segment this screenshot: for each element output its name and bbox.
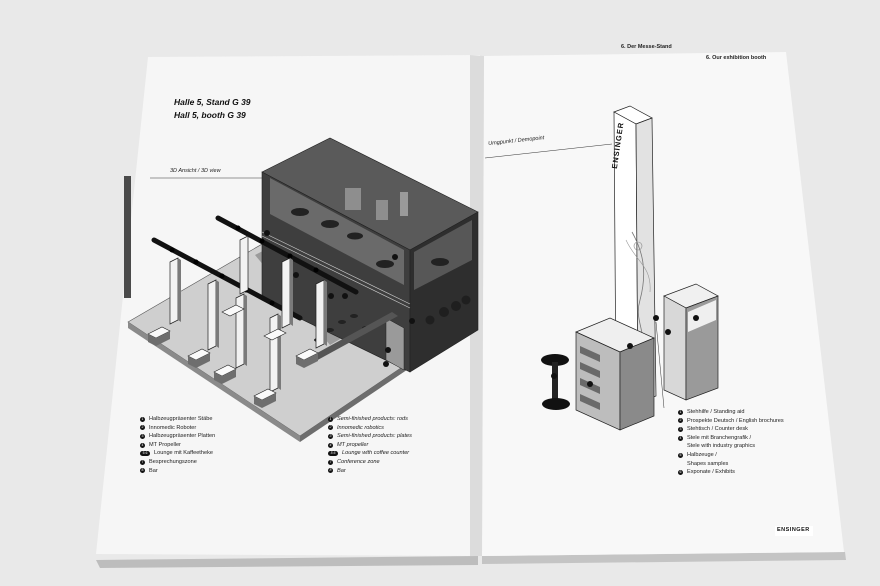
legend-item: 4 MT Propeller bbox=[140, 441, 215, 450]
legend-item: 5 6 Lounge with coffee counter bbox=[328, 449, 412, 458]
right-header-en: 6. Our exhibition booth bbox=[706, 55, 767, 61]
demopoint-callouts bbox=[551, 315, 699, 387]
legend-item: 3 Semi-finished products: plates bbox=[328, 432, 412, 441]
legend-number: 7 bbox=[140, 459, 145, 465]
demopoint-illustration bbox=[541, 105, 719, 431]
legend-item: 2 Innomedic robotics bbox=[328, 424, 412, 433]
legend-text: Halbzeugpräsenter Platten bbox=[149, 433, 216, 440]
legend-item: 2 Prospekte Deutsch / English brochures bbox=[678, 417, 784, 426]
legend-text: Stele mit Branchengrafik / bbox=[687, 434, 752, 441]
legend-english: 1 Semi-finished products: rods 2 Innomedic… bbox=[328, 415, 412, 475]
left-title-de: Halle 5, Stand G 39 bbox=[174, 97, 251, 107]
right-header-de: 6. Der Messe-Stand bbox=[621, 44, 672, 50]
left-title-en: Hall 5, booth G 39 bbox=[174, 110, 246, 120]
legend-text: Stehtisch / Counter desk bbox=[687, 426, 748, 433]
legend-number: 6 bbox=[678, 469, 683, 475]
legend-text: Bar bbox=[149, 467, 158, 474]
legend-item: Stele with industry graphics bbox=[678, 442, 784, 451]
legend-number: 8 bbox=[328, 468, 333, 474]
legend-item: 6 Exponate / Exhibits bbox=[678, 468, 784, 477]
legend-text: Lounge mit Kaffeetheke bbox=[154, 450, 213, 457]
legend-text: Halbzeugpräsenter Stäbe bbox=[149, 416, 213, 422]
legend-german: 1 Halbzeugpräsenter Stäbe 2 Innomedic Robo… bbox=[140, 415, 215, 475]
legend-number: 4 bbox=[140, 442, 145, 448]
legend-number: 4 bbox=[328, 442, 333, 448]
legend-text: Prospekte Deutsch / English brochures bbox=[687, 417, 784, 424]
legend-text: Bar bbox=[337, 467, 346, 474]
footer-logo: ENSINGER bbox=[777, 527, 810, 533]
legend-number: 2 bbox=[140, 425, 145, 431]
legend-item: 3 Halbzeugpräsenter Platten bbox=[140, 432, 215, 441]
legend-text: MT propeller bbox=[337, 441, 369, 448]
legend-number: 7 bbox=[328, 459, 333, 465]
legend-text: Semi-finished products: plates bbox=[337, 433, 412, 440]
legend-number: 1 bbox=[140, 416, 145, 422]
legend-number: 1 bbox=[678, 409, 683, 415]
legend-text: Exponate / Exhibits bbox=[687, 469, 735, 476]
legend-number: 2 bbox=[328, 425, 333, 431]
left-page-shadow bbox=[96, 556, 478, 568]
legend-item: 3 Stehtisch / Counter desk bbox=[678, 425, 784, 434]
legend-text: Conference zone bbox=[337, 458, 380, 465]
legend-text: Lounge with coffee counter bbox=[342, 450, 410, 457]
legend-number: 5 6 bbox=[140, 451, 150, 457]
legend-item: 8 Bar bbox=[328, 467, 412, 476]
page-edge-mark bbox=[124, 176, 131, 298]
legend-text: Stele with industry graphics bbox=[687, 443, 756, 450]
legend-text: Halbzeuge / bbox=[687, 451, 717, 458]
section-rule bbox=[484, 143, 613, 159]
view-label: 3D Ansicht / 3D view bbox=[170, 168, 221, 174]
legend-text: Besprechungszone bbox=[149, 458, 197, 465]
legend-item: 1 Semi-finished products: rods bbox=[328, 415, 412, 424]
legend-number: 3 bbox=[140, 433, 145, 439]
legend-number: 5 6 bbox=[328, 451, 338, 457]
legend-number: 3 bbox=[678, 426, 683, 432]
right-page bbox=[482, 52, 844, 556]
legend-number: 5 bbox=[678, 452, 683, 458]
legend-item: 2 Innomedic Roboter bbox=[140, 424, 215, 433]
legend-text: Semi-finished products: rods bbox=[337, 416, 408, 422]
legend-number: 1 bbox=[328, 416, 333, 422]
legend-text: Innomedic Roboter bbox=[149, 424, 197, 431]
legend-item: 7 Besprechungszone bbox=[140, 458, 215, 467]
legend-item: 5 Halbzeuge / bbox=[678, 451, 784, 460]
legend-item: 4 MT propeller bbox=[328, 441, 412, 450]
booth-callouts bbox=[264, 230, 415, 367]
legend-number: 8 bbox=[140, 468, 145, 474]
legend-number: 2 bbox=[678, 418, 683, 424]
demopoint-legend: 1 Stehhilfe / Standing aid 2 Prospekte Deu… bbox=[678, 408, 784, 477]
legend-item: 7 Conference zone bbox=[328, 458, 412, 467]
legend-number: 3 bbox=[328, 433, 333, 439]
right-page-shadow bbox=[482, 552, 846, 564]
callout-leader bbox=[655, 321, 665, 409]
legend-item: 4 Stele mit Branchengrafik / bbox=[678, 434, 784, 443]
booth-3d-view bbox=[127, 137, 479, 442]
legend-text: Stehhilfe / Standing aid bbox=[687, 409, 745, 415]
legend-item: 5 6 Lounge mit Kaffeetheke bbox=[140, 449, 215, 458]
legend-text: Innomedic robotics bbox=[337, 424, 384, 431]
legend-item: 1 Stehhilfe / Standing aid bbox=[678, 408, 784, 417]
legend-text: Shapes samples bbox=[687, 460, 729, 467]
legend-number: 4 bbox=[678, 435, 683, 441]
legend-item: Shapes samples bbox=[678, 460, 784, 469]
legend-text: MT Propeller bbox=[149, 441, 181, 448]
legend-item: 8 Bar bbox=[140, 467, 215, 476]
footer-logo-bg bbox=[775, 526, 813, 536]
legend-item: 1 Halbzeugpräsenter Stäbe bbox=[140, 415, 215, 424]
